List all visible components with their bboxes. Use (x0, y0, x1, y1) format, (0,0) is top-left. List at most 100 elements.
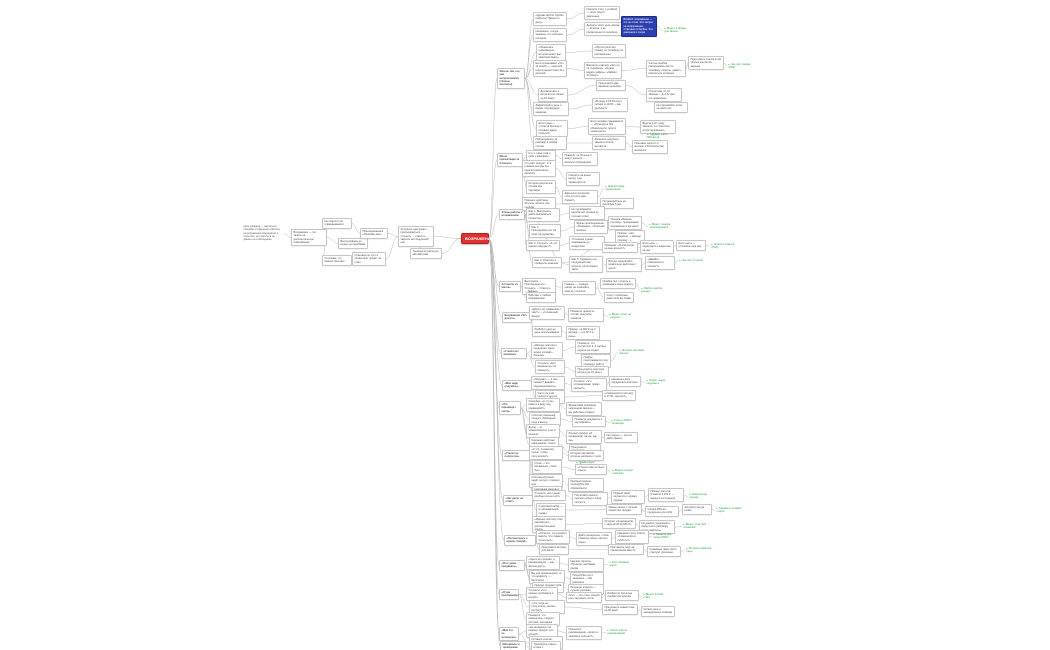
mindmap-node[interactable]: История: «Я начинал(а) с зарплатой 20 00… (602, 518, 636, 529)
link-node[interactable]: ▸Разбор ошибок (видео) (640, 286, 668, 295)
mindmap-node[interactable]: Чёткие цели и еженедельные созвоны (641, 606, 675, 617)
mindmap-node[interactable]: «Именно поэтому и предлагаю: здесь можно… (531, 342, 563, 360)
branch-node[interactable]: Материалы и тренировка (500, 641, 526, 650)
link-node[interactable]: ▸Скрипты ответов (PDF) (710, 242, 738, 251)
link-node[interactable]: ▸Скрипт взятия рекомендаций (606, 628, 634, 637)
mindmap-node[interactable]: «Дорого по сравнению с чем?» — уточняющи… (529, 306, 565, 321)
mindmap-node[interactable]: Личный пример: «Я проверял(а) так же, ка… (566, 430, 602, 445)
mindmap-node[interactable]: Главное — порядок шагов: не отвечайте, п… (562, 281, 596, 296)
mindmap-node[interactable]: Шаг 4. Ответить и проверить реакцию (532, 257, 562, 268)
mindmap-node[interactable]: Призыв к действию: встреча, каталог или … (522, 197, 556, 212)
mindmap-node[interactable]: Не перебивайте: перебитый человек не слу… (569, 206, 605, 221)
mindmap-node[interactable]: Попробуйте на 3 знакомых — без давления (570, 572, 604, 587)
central-topic[interactable]: ВОЗРАЖЕНИЯ (461, 233, 494, 245)
mindmap-node[interactable]: Что даёт продукт: 2–3 главные выгоды без… (522, 160, 556, 178)
mindmap-node[interactable]: Присоединяемся: «Понимаю вас» (360, 228, 388, 239)
link-node[interactable]: ▸Видео: ответ на «дорого» (608, 312, 636, 321)
mindmap-node[interactable]: «При встрече всё покажу, по телефону не … (592, 44, 626, 59)
branch-node[interactable]: Мини-презентация за 2 минуты (497, 153, 523, 168)
branch-node[interactable]: «Я уже пробовал(а)» (499, 589, 519, 600)
mindmap-node[interactable]: «Созвонимся в пятницу в 17:00, хорошо?» (602, 390, 636, 401)
mindmap-node[interactable]: Покажите, что изменилось: продукт, систе… (526, 612, 560, 627)
mindmap-node[interactable]: Запишите результат звонка в список конта… (592, 136, 626, 151)
mindmap-node[interactable]: Подготовьте список из 20 тёплых контакто… (688, 56, 724, 71)
mindmap-node[interactable]: Страх — это нормально, у всех был (532, 460, 562, 475)
mindmap-node[interactable]: Договоритесь о встрече или звонке на 15 … (538, 88, 568, 103)
mindmap-node[interactable]: Если человек сомневается — «Приходите бе… (588, 118, 626, 136)
branch-node[interactable]: Возражение «Это дорого» (502, 312, 532, 323)
mindmap-node[interactable]: Не спорьте — просто дайте факты (604, 432, 638, 443)
mindmap-node[interactable]: Стартовый набор — от минимальной суммы (536, 503, 566, 518)
mindmap-node[interactable]: «Появилась информация, которая может вас… (536, 44, 566, 62)
mindmap-node[interactable]: Дайте материалы, чтобы показать семье: к… (576, 532, 612, 547)
mindmap-node[interactable]: «В среду в 18:00 или в четверг в 12:00 —… (592, 98, 628, 113)
mindmap-node[interactable]: Шаг 2. Присоединиться: «Я тоже так думал… (529, 224, 561, 239)
mindmap-node[interactable]: «Давайте созвонимся в четверг?» (645, 256, 675, 271)
mindmap-node[interactable]: «Здравствуйте! Удобно говорить? Звоню по… (533, 12, 567, 27)
link-node[interactable]: ▸Памятка для семьи (PDF) (652, 532, 680, 541)
mindmap-node[interactable]: Тренируем ответы до автоматизма (410, 248, 442, 259)
branch-node[interactable]: «Мне это не интересно» (499, 627, 519, 642)
mindmap-node[interactable]: Покажите ценность: состав, результат, га… (568, 308, 604, 323)
link-node[interactable]: ▸Видео: 3 фразы для звонка (663, 26, 691, 35)
mindmap-node[interactable]: Уточните: «Нет времени на что именно?» (535, 360, 565, 375)
mindmap-node[interactable]: Спор = проигрыш, даже если вы правы (604, 292, 634, 303)
mindmap-node[interactable]: Поблагодарите за разговор в любом случае (533, 136, 567, 151)
link-node[interactable]: ▸История семейной пары (685, 546, 713, 555)
mindmap-node[interactable]: Всегда предлагайте конкретное действие с… (606, 258, 642, 273)
mindmap-node[interactable]: Шаг 5. Перевести на следующий шаг: встре… (569, 256, 603, 274)
mindmap-node[interactable]: Отвечаем по сути и проверяем, принят ли … (352, 252, 386, 267)
mindmap-node[interactable]: Система обучения ведёт за руку с первого… (529, 474, 563, 489)
mindmap-node[interactable]: Истории партнёров, которые начинали с ну… (568, 450, 604, 461)
link-node[interactable]: ▸Таблица учёта контактов (646, 132, 676, 141)
link-node[interactable]: ▸Шаблон мини-презентации (604, 184, 634, 193)
mindmap-node[interactable]: Разбейте цену на день использования (532, 326, 562, 337)
mindmap-node[interactable]: Ошибка №1: спорить и доказывать свою пра… (600, 278, 636, 289)
mindmap-node[interactable]: Вы уже рекомендуете то, что нравится, — … (529, 570, 565, 585)
mindmap-node[interactable]: Варианты ответов: «Это не по телефону», … (584, 62, 622, 80)
mindmap-node[interactable]: Попросите рекомендации: «Кому из знакомы… (566, 626, 602, 641)
branch-node[interactable]: Алгоритм «5 шагов» (499, 281, 521, 292)
mindmap-node[interactable]: Работает с любым возражением (526, 292, 556, 303)
mindmap-node[interactable]: «Здесь не продажи, а рекомендации — как … (526, 556, 560, 571)
mindmap-node[interactable]: Опыт — это плюс: второй раз стартовать л… (566, 592, 602, 603)
mindmap-node[interactable]: Держите темп: цель звонка — встреча, а н… (584, 22, 622, 37)
mindmap-node[interactable]: Пример расчёта: вложили 3 000 ₽ — вернул… (648, 488, 684, 503)
note-text[interactable]: Цель раздела — научиться спокойно и увер… (243, 225, 281, 242)
branch-node[interactable]: Звонок тем, кто уже интересовался (тёплы… (497, 68, 525, 89)
mindmap-node[interactable]: Уточните: «Что именно пробовали и когда?… (526, 587, 558, 602)
mindmap-node[interactable]: «Что тогда не получилось, на ваш взгляд?… (529, 600, 565, 615)
mindmap-node[interactable]: Семейные пары часто стартуют успешнее (647, 546, 681, 557)
mindmap-node[interactable]: Научим: скрипты, обучение, наставник ряд… (568, 558, 604, 573)
link-node[interactable]: ▸История партнёра (видео) (618, 348, 646, 357)
mindmap-node[interactable]: Напомните, откуда знакомы, и о прошлом и… (533, 28, 567, 43)
mindmap-node[interactable]: Апгрейд статуса позже (682, 504, 712, 515)
mindmap-node[interactable]: Потренируйтесь на диктофон 5 раз (600, 198, 634, 209)
link-node[interactable]: ▸Чек-лист звонка (PDF) (727, 62, 755, 71)
mindmap-node[interactable]: Фразы присоединения: «Понимаю», «Хороший… (574, 220, 608, 235)
link-node[interactable]: ▸Видео: техника присоединения (648, 222, 676, 231)
mindmap-node[interactable]: Первый заказ окупается с первых продаж (611, 490, 645, 505)
mindmap-node[interactable]: Алгоритм: выслушать → присоединиться → у… (398, 226, 434, 247)
mindmap-node[interactable]: «А что, по-вашему, нужно, чтобы получило… (529, 446, 563, 461)
mindmap-node[interactable]: Финансовая пирамида запрещена законом — … (566, 402, 602, 417)
branch-node[interactable]: «Мне надо подумать» (502, 380, 532, 391)
mindmap-node[interactable]: Статистика: из 10 звонков — 4–5 встреч, … (646, 88, 682, 103)
branch-node[interactable]: «У меня не получится» (502, 450, 530, 461)
mindmap-node[interactable]: Шаг 3. Уточнить: «А что именно смущает?» (526, 240, 560, 251)
branch-node[interactable]: «Это пирамида / секта» (499, 401, 521, 416)
mindmap-node[interactable]: Пригласите пару на презентацию вместе (608, 544, 644, 555)
link-node[interactable]: ▸Тарифы и условия старта (715, 506, 743, 515)
mindmap-node[interactable]: Уточняем, что именно смущает (322, 255, 352, 266)
mindmap-node[interactable]: Выслушиваем до конца, не перебивая (338, 238, 368, 249)
branch-node[interactable]: Этапы работы с возражением (499, 209, 525, 220)
mindmap-node[interactable]: Если отказ — уточните причину и оставьте… (536, 120, 568, 138)
mindmap-node[interactable]: Возражение — это запрос на дополнительну… (291, 229, 327, 247)
mindmap-node[interactable]: Предложите два времени на выбор (596, 80, 626, 91)
mindmap-node[interactable]: Скидка 25% на продукцию для себя (645, 506, 679, 517)
mindmap-node[interactable]: «У меня тоже не было опыта» (575, 464, 607, 475)
mindmap-node[interactable]: Зафиксируйте день и время, подтвердите н… (533, 102, 569, 117)
mindmap-node[interactable]: Если «нет» — уточняйте ещё раз (676, 240, 706, 251)
mindmap-node[interactable]: Предложите встречу для двоих (539, 544, 569, 555)
mindmap-node[interactable]: Пробный период: попробуйте без обязатель… (568, 478, 604, 493)
